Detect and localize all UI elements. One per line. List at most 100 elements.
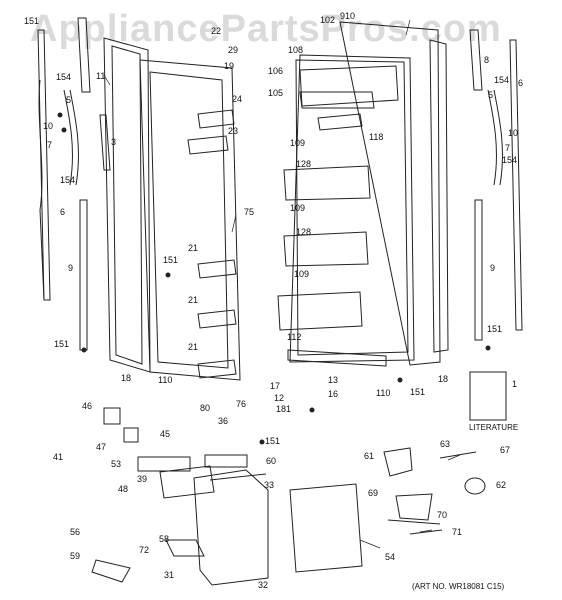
callout-56: 56 [70,527,81,537]
callout-8: 8 [484,55,490,65]
freezer-door-frame [103,37,151,373]
callout-22: 22 [211,26,222,36]
callout-72: 72 [139,545,150,555]
callout-61: 61 [364,451,375,461]
callout-60: 60 [266,456,277,466]
callout-75: 75 [244,207,255,217]
callout-18: 18 [438,374,449,384]
callout-1: 1 [512,379,518,389]
callout-24: 24 [232,94,243,104]
callout-6: 6 [518,78,524,88]
left-door-trim-rail [77,17,111,351]
callout-58: 58 [159,534,170,544]
fresh-food-door-liner [289,54,415,363]
callout-6: 6 [60,207,66,217]
callout-106: 106 [268,66,284,76]
callout-109: 109 [290,203,306,213]
callout-13: 13 [328,375,339,385]
callout-47: 47 [96,442,107,452]
callout-63: 63 [440,439,451,449]
callout-29: 29 [228,45,239,55]
callout-151: 151 [54,339,70,349]
callout-10: 10 [43,121,54,131]
callout-31: 31 [164,570,175,580]
callout-17: 17 [270,381,281,391]
callout-151: 151 [163,255,179,265]
callout-108: 108 [288,45,304,55]
callout-910: 910 [340,11,356,21]
callout-18: 18 [121,373,132,383]
callout-10: 10 [508,128,519,138]
callout-39: 39 [137,474,148,484]
callout-112: 112 [287,332,302,342]
callout-9: 9 [68,263,74,273]
art-number: (ART NO. WR18081 C15) [412,582,505,591]
callout-67: 67 [500,445,511,455]
literature-label: LITERATURE [469,423,519,432]
freezer-door-shelves [187,109,237,379]
callout-33: 33 [264,480,275,490]
callout-102: 102 [320,15,336,25]
callout-154: 154 [494,75,510,85]
left-handle [63,89,79,186]
callout-110: 110 [158,375,173,385]
callout-105: 105 [268,88,284,98]
fastener-markers [57,112,491,445]
callout-128: 128 [296,227,312,237]
dairy-compartment [299,65,399,109]
callout-21: 21 [188,243,199,253]
callout-76: 76 [236,399,247,409]
callout-154: 154 [60,175,76,185]
callout-154: 154 [502,155,518,165]
callout-80: 80 [200,403,211,413]
callout-151: 151 [24,16,40,26]
callout-70: 70 [437,510,448,520]
fresh-food-door-frame [339,21,449,366]
callout-9: 9 [490,263,496,273]
freezer-door-liner [139,59,241,381]
callout-7: 7 [505,143,511,153]
callout-11: 11 [96,71,106,81]
left-door-gasket-strip [37,29,51,301]
callout-7: 7 [47,140,53,150]
callout-151: 151 [487,324,503,334]
callout-151: 151 [410,387,426,397]
callout-36: 36 [218,416,229,426]
callout-53: 53 [111,459,122,469]
callout-3: 3 [111,137,117,147]
callout-69: 69 [368,488,379,498]
callout-16: 16 [328,389,339,399]
callout-46: 46 [82,401,93,411]
callout-151: 151 [265,436,281,446]
callout-21: 21 [188,295,199,305]
callout-45: 45 [160,429,171,439]
dispenser-parts [91,407,486,586]
door-bottom-trim [287,349,387,367]
door-shelf-bins [277,113,371,331]
callout-19: 19 [224,61,235,71]
callout-21: 21 [188,342,199,352]
callout-118: 118 [369,132,384,142]
literature-booklet [469,371,507,421]
callout-71: 71 [452,527,463,537]
callout-109: 109 [290,138,306,148]
callout-109: 109 [294,269,310,279]
callout-48: 48 [118,484,129,494]
callout-5: 5 [488,90,494,100]
callout-62: 62 [496,480,507,490]
callout-181: 181 [276,404,292,414]
callout-12: 12 [274,393,285,403]
right-handle [487,89,503,186]
right-door-gasket-strip [469,29,523,341]
callout-5: 5 [66,95,72,105]
leader-lines [103,19,461,549]
callout-23: 23 [228,126,239,136]
callout-154: 154 [56,72,72,82]
callout-110: 110 [376,388,391,398]
callout-54: 54 [385,552,396,562]
callout-41: 41 [53,452,64,462]
callout-128: 128 [296,159,312,169]
callout-59: 59 [70,551,81,561]
